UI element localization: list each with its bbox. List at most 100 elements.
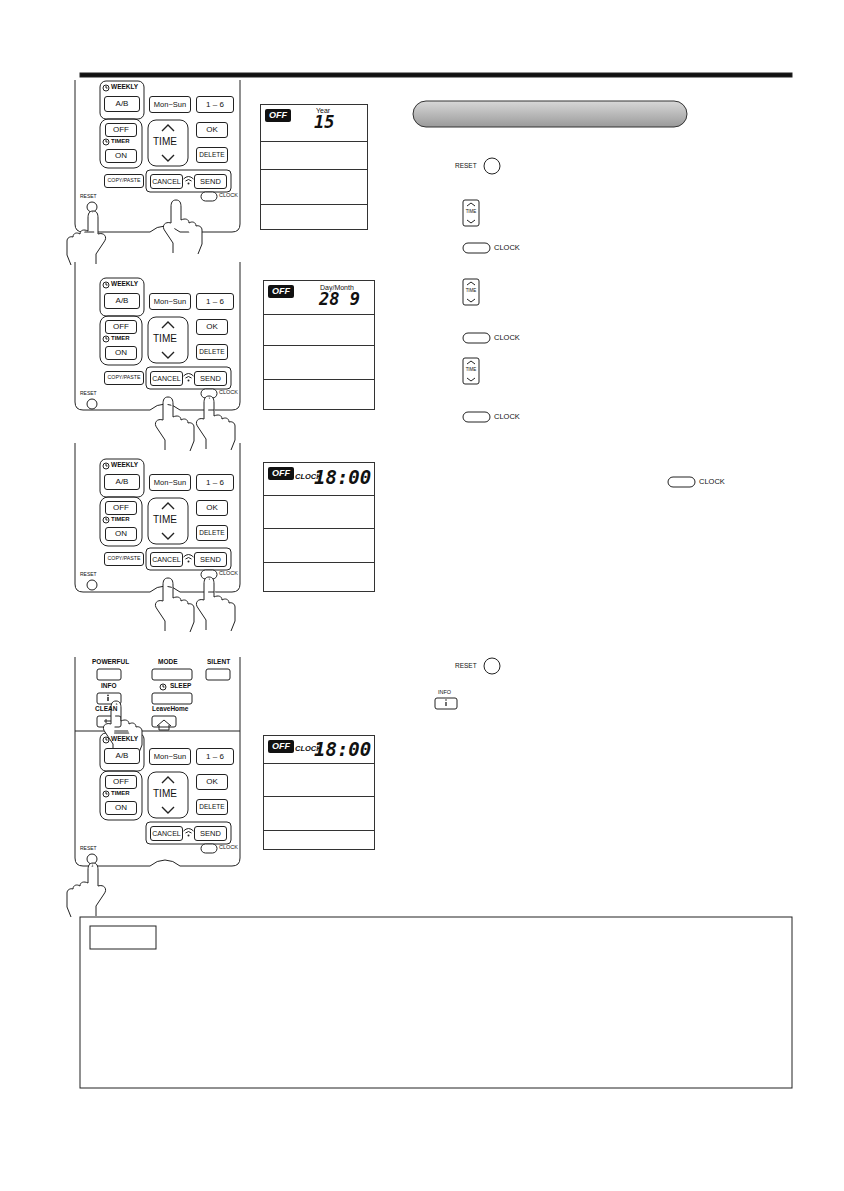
pointing-hand [155,578,194,632]
button-label: OFF [105,501,137,515]
signal-symbol [184,555,194,560]
reset-button-icon [484,658,500,674]
display-row-line [264,314,374,315]
signal-dot [188,561,190,563]
button-label: OK [196,319,228,335]
clock-hand [106,140,108,142]
button-label: DELETE [196,344,228,360]
button-caption: WEEKLY [111,281,138,288]
button [148,317,188,363]
arrow-chevron [162,322,174,328]
status-badge: OFF [268,467,294,480]
display-row-line [264,562,374,563]
button-caption: CLOCK [219,193,238,199]
button-label: COPY/PASTE [104,174,144,188]
button-caption: CLOCK [219,845,238,851]
clock-hand [163,685,165,687]
button-label: DELETE [196,525,228,541]
button-group [100,316,142,365]
button-group [146,822,231,844]
display-row-line [264,379,374,380]
button-group [100,278,144,316]
clock-button-icon [668,477,695,487]
display-row-line [264,345,374,346]
button-group [100,119,142,168]
pointing-hand [163,200,202,254]
button-label: Mon~Sun [149,96,191,113]
button-label: Mon~Sun [149,748,191,765]
remote-body [75,657,240,866]
button-caption: INFO [438,690,451,696]
arrow-chevron [467,203,475,206]
info-icon-dot [445,699,447,701]
button-caption: TIME [153,789,183,799]
clock-icon [103,139,109,145]
button-label: A/B [104,96,140,112]
button-caption: CLOCK [219,571,238,577]
button-label: ON [105,149,137,163]
button-caption: RESET [80,846,97,851]
clock-icon [103,463,109,469]
button-label: OK [196,774,228,790]
button-caption: RESET [80,391,97,396]
button-label: OFF [105,123,137,137]
arrow-chevron [162,807,174,813]
signal-symbol [184,829,194,834]
display-row-line [264,796,374,797]
header-rule [80,73,792,77]
arrow-chevron [467,220,475,223]
button-caption: WEEKLY [111,84,138,91]
pointing-hand [196,577,235,631]
button-group [100,81,144,119]
time-button-icon [463,358,479,384]
button-group [146,548,231,570]
button [97,669,121,680]
button-caption: TIMER [111,516,130,522]
button-label: COPY/PASTE [104,371,144,385]
arrow-chevron [162,155,174,161]
display-digits: 18:00 [314,740,371,759]
display-caption: Day/Month [320,284,354,291]
clock-icon [103,336,109,342]
arrow-chevron [162,125,174,131]
button [148,120,188,166]
clock-hand [106,86,108,88]
button-label: SEND [194,552,227,567]
pointing-hand [67,211,106,265]
button-caption: MODE [158,659,178,666]
button [148,498,188,544]
display-row-line [264,528,374,529]
button-group [146,367,231,389]
note-tag [90,926,156,949]
button-caption: TIMER [111,335,130,341]
signal-dot [188,183,190,185]
arrow-chevron [467,282,475,285]
arrow-chevron [162,352,174,358]
button-caption: WEEKLY [111,736,138,743]
button-caption: TIME [153,515,183,525]
button-group [100,497,142,546]
button-label: OK [196,122,228,138]
clock-button-icon [463,333,490,343]
clock-icon [103,85,109,91]
button-group [100,459,144,497]
clock-hand [106,738,108,740]
button-caption: RESET [80,194,97,199]
button-caption: TIME [153,137,183,147]
reset-button [87,202,97,212]
clock-button [201,389,217,398]
button-caption: CLOCK [699,478,725,486]
lcd-display: OFFYear15 [260,104,368,230]
button-label: SEND [194,371,227,386]
display-row-line [261,141,367,142]
button-caption: WEEKLY [111,462,138,469]
clock-button [201,192,217,201]
button-group [100,733,144,771]
button-label: CANCEL [150,552,183,567]
button-label: CANCEL [150,371,183,386]
clock-button [201,570,217,579]
arrow-chevron [467,299,475,302]
button-label: DELETE [196,799,228,815]
lcd-display: OFFDay/Month28 9 [263,280,375,410]
display-digits: 18:00 [314,468,371,487]
